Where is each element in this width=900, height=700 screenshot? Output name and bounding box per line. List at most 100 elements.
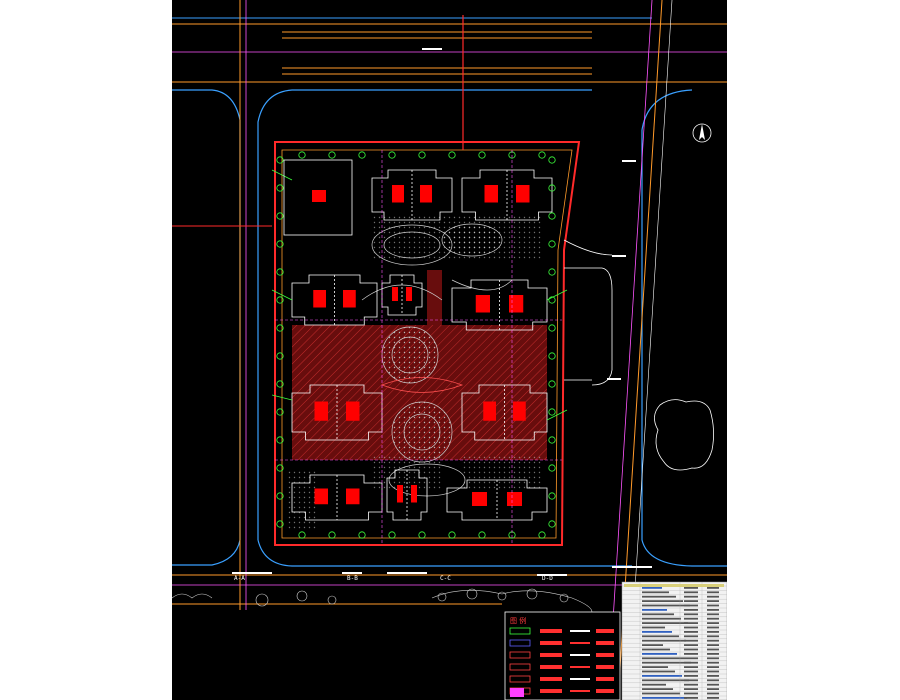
south-greenbelt <box>172 588 593 613</box>
unit-highlight <box>313 290 326 308</box>
table-cell <box>684 697 698 699</box>
unit-highlight <box>483 401 496 421</box>
unit-highlight <box>392 185 404 203</box>
table-cell <box>642 635 679 638</box>
table-cell <box>707 631 719 633</box>
table-cell <box>684 666 698 668</box>
elevation-marker <box>276 464 284 472</box>
table-cell <box>642 697 687 699</box>
table-cell <box>684 644 698 646</box>
table-cell <box>642 631 672 633</box>
legend-label-bar <box>540 677 562 681</box>
table-cell <box>684 600 698 602</box>
table-cell <box>642 648 670 651</box>
table-cell <box>642 600 683 602</box>
site-plan-drawing[interactable]: A-A B-B C-C D-D 图 例 <box>172 0 727 700</box>
table-cell <box>707 644 719 646</box>
table-cell <box>684 688 698 690</box>
unit-highlight <box>484 185 498 203</box>
unit-highlight <box>314 488 328 505</box>
table-cell <box>642 595 676 598</box>
elevation-marker <box>298 151 306 159</box>
table-cell <box>642 622 688 624</box>
legend-swatch <box>509 675 531 683</box>
elevation-marker <box>276 408 284 416</box>
table-cell <box>684 587 698 589</box>
elevation-marker <box>548 296 556 304</box>
elevation-marker <box>276 436 284 444</box>
legend-label-bar <box>596 629 614 633</box>
table-cell <box>642 653 677 655</box>
table-cell <box>707 591 719 594</box>
table-cell <box>684 591 698 594</box>
unit-highlight <box>392 287 398 301</box>
unit-highlights <box>313 185 530 506</box>
table-cell <box>707 670 719 673</box>
elevation-marker <box>548 156 556 164</box>
table-cell <box>684 648 698 651</box>
table-cell <box>684 679 698 682</box>
table-cell <box>642 587 662 589</box>
elevation-marker <box>276 296 284 304</box>
legend-swatch <box>570 666 590 668</box>
dimension-annotations: A-A B-B C-C D-D <box>232 48 652 582</box>
legend-label-bar <box>596 665 614 669</box>
table-cell <box>642 683 666 686</box>
elevation-marker <box>548 352 556 360</box>
elevation-marker <box>548 380 556 388</box>
table-cell <box>707 657 719 660</box>
table-cell <box>684 675 698 677</box>
elevation-marker <box>548 184 556 192</box>
residential-building[interactable] <box>451 279 548 331</box>
legend-label-bar <box>596 641 614 645</box>
elevation-marker <box>298 531 306 539</box>
unit-highlight <box>346 488 360 505</box>
residential-building[interactable] <box>386 469 428 521</box>
table-cell <box>684 683 698 686</box>
table-cell <box>642 613 674 616</box>
residential-building[interactable] <box>446 479 548 521</box>
residential-building[interactable] <box>461 169 553 221</box>
right-water-edge <box>641 89 727 567</box>
residential-building[interactable] <box>461 384 548 441</box>
building-group[interactable] <box>291 169 553 521</box>
table-cell <box>642 675 682 677</box>
elevation-marker <box>358 531 366 539</box>
table-cell <box>684 595 698 598</box>
table-cell <box>642 692 680 695</box>
residential-building[interactable] <box>291 274 378 326</box>
table-cell <box>707 587 719 589</box>
table-cell <box>707 595 719 598</box>
table-cell <box>707 622 719 624</box>
pond-outline[interactable] <box>654 399 714 471</box>
residential-building[interactable] <box>371 169 453 221</box>
unit-highlight <box>472 492 487 506</box>
unit-highlight <box>346 401 360 421</box>
unit-highlight <box>420 185 432 203</box>
cad-canvas[interactable]: A-A B-B C-C D-D 图 例 <box>172 0 727 700</box>
elevation-marker <box>548 240 556 248</box>
site-boundary[interactable] <box>274 141 581 546</box>
elevation-marker <box>478 531 486 539</box>
unit-highlight <box>343 290 356 308</box>
table-cell <box>684 613 698 616</box>
table-cell <box>707 675 719 677</box>
legend-label-bar <box>596 689 614 693</box>
economic-indicator-table[interactable] <box>621 581 727 700</box>
table-cell <box>707 697 719 699</box>
table-cell <box>684 626 698 629</box>
elevation-marker <box>548 520 556 528</box>
legend-swatch <box>570 678 590 680</box>
elevation-marker <box>538 531 546 539</box>
table-cell <box>642 617 681 620</box>
axis-mark-a: A-A <box>234 575 245 582</box>
table-cell <box>642 679 689 682</box>
residential-building[interactable] <box>381 274 423 316</box>
table-cell <box>707 609 719 611</box>
table-cell <box>684 635 698 638</box>
legend-label-bar <box>540 641 562 645</box>
elevation-marker <box>328 531 336 539</box>
clubhouse-building[interactable] <box>283 159 353 236</box>
elevation-marker <box>276 352 284 360</box>
legend-panel[interactable]: 图 例 <box>504 611 621 700</box>
